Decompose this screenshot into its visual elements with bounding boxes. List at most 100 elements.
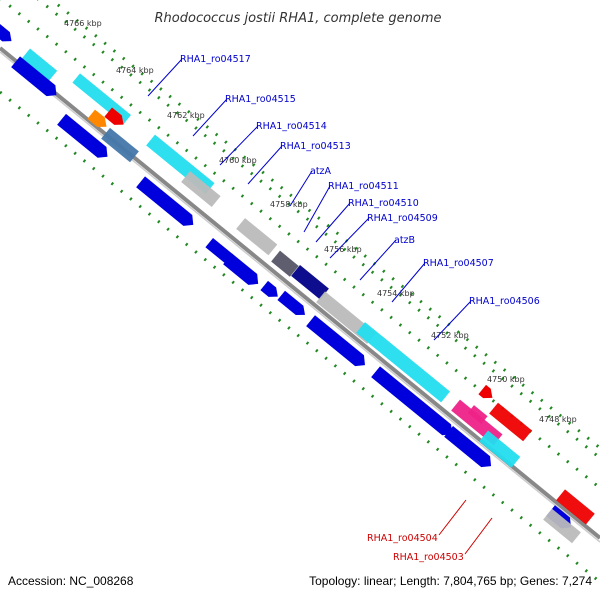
gene-label: RHA1_ro04503 bbox=[393, 552, 464, 563]
gene-arrow bbox=[87, 109, 107, 127]
gene-label: atzB bbox=[394, 235, 415, 246]
gene-feature bbox=[371, 366, 453, 436]
dotted-guide-line bbox=[36, 0, 600, 460]
gene-labels: RHA1_ro04517RHA1_ro04515RHA1_ro04514RHA1… bbox=[180, 54, 540, 563]
map-title: Rhodococcus jostii RHA1, complete genome bbox=[155, 11, 442, 26]
gene-feature bbox=[479, 430, 521, 468]
label-leader-line bbox=[329, 217, 370, 259]
gene-block bbox=[556, 489, 595, 525]
kbp-tick-label: 4764 kbp bbox=[116, 66, 154, 75]
gene-feature bbox=[489, 402, 533, 442]
gene-feature bbox=[136, 176, 194, 226]
gene-block bbox=[489, 402, 533, 442]
gene-block bbox=[271, 250, 299, 277]
genome-summary: Topology: linear; Length: 7,804,765 bp; … bbox=[309, 574, 592, 588]
kbp-tick-label: 4752 kbp bbox=[431, 331, 469, 340]
gene-label: RHA1_ro04504 bbox=[367, 533, 438, 544]
gene-label: RHA1_ro04514 bbox=[256, 121, 327, 132]
gene-arrow bbox=[104, 107, 124, 125]
gene-label: RHA1_ro04506 bbox=[469, 296, 540, 307]
gene-arrow bbox=[478, 384, 493, 399]
gene-feature bbox=[467, 405, 488, 424]
gene-arrow bbox=[205, 237, 235, 264]
gene-feature bbox=[236, 218, 278, 256]
gene-block bbox=[467, 405, 488, 424]
kbp-tick-label: 4748 kbp bbox=[539, 415, 577, 424]
dotted-guide-line bbox=[49, 0, 600, 450]
gene-feature bbox=[306, 315, 365, 367]
gene-feature bbox=[11, 56, 57, 97]
gene-feature bbox=[478, 384, 493, 399]
gene-arrow bbox=[223, 253, 259, 285]
gene-arrow bbox=[444, 425, 492, 468]
gene-feature bbox=[277, 290, 306, 316]
gene-label: RHA1_ro04517 bbox=[180, 54, 251, 65]
gene-label: RHA1_ro04510 bbox=[348, 198, 419, 209]
gene-label: RHA1_ro04507 bbox=[423, 258, 494, 269]
gene-feature bbox=[205, 237, 235, 264]
label-leader-line bbox=[315, 202, 351, 243]
gene-feature bbox=[444, 425, 492, 468]
gene-arrow bbox=[306, 315, 365, 367]
dotted-guide-line bbox=[0, 90, 600, 584]
gene-arrow bbox=[57, 113, 108, 158]
dotted-guides bbox=[0, 0, 600, 584]
gene-feature bbox=[271, 250, 299, 277]
label-leader-line bbox=[192, 98, 228, 137]
gene-block bbox=[236, 218, 278, 256]
gene-block bbox=[101, 127, 139, 163]
label-leader-line bbox=[438, 499, 467, 536]
label-leader-line bbox=[359, 239, 397, 281]
gene-arrow bbox=[136, 176, 194, 226]
gene-block bbox=[181, 171, 221, 208]
gene-feature bbox=[181, 171, 221, 208]
gene-label: RHA1_ro04509 bbox=[367, 213, 438, 224]
gene-block bbox=[21, 48, 58, 82]
kbp-tick-label: 4754 kbp bbox=[377, 289, 415, 298]
kbp-tick-label: 4750 kbp bbox=[487, 375, 525, 384]
gene-feature bbox=[87, 109, 107, 127]
gene-label: RHA1_ro04511 bbox=[328, 181, 399, 192]
gene-feature bbox=[223, 253, 259, 285]
gene-feature bbox=[104, 107, 124, 125]
gene-block bbox=[291, 265, 329, 300]
gene-feature bbox=[291, 265, 329, 300]
kbp-tick-label: 4766 kbp bbox=[64, 19, 102, 28]
gene-arrow bbox=[260, 280, 278, 297]
gene-label: atzA bbox=[310, 166, 332, 177]
label-leader-line bbox=[219, 125, 259, 166]
gene-feature bbox=[0, 24, 12, 42]
label-leader-line bbox=[464, 517, 493, 555]
genome-backbone-shadow bbox=[0, 51, 600, 543]
gene-label: RHA1_ro04515 bbox=[225, 94, 296, 105]
gene-arrow bbox=[277, 290, 306, 316]
gene-features bbox=[0, 24, 595, 544]
label-leader-line bbox=[247, 145, 283, 185]
gene-label: RHA1_ro04513 bbox=[280, 141, 351, 152]
kbp-ticks: 4766 kbp 4764 kbp 4762 kbp 4760 kbp 4758 kbp… bbox=[64, 19, 577, 424]
label-leader-line bbox=[391, 262, 426, 303]
kbp-tick-label: 4760 kbp bbox=[219, 156, 257, 165]
gene-arrow bbox=[371, 366, 453, 436]
label-leader-line bbox=[147, 58, 183, 97]
gene-feature bbox=[556, 489, 595, 525]
gene-feature bbox=[57, 113, 108, 158]
gene-feature bbox=[21, 48, 58, 82]
kbp-tick-label: 4758 kbp bbox=[270, 200, 308, 209]
gene-block bbox=[479, 430, 521, 468]
gene-feature bbox=[356, 322, 451, 403]
label-leader-lines bbox=[147, 58, 493, 555]
kbp-tick-label: 4762 kbp bbox=[167, 111, 205, 120]
kbp-tick-label: 4756 kbp bbox=[324, 245, 362, 254]
label-leader-line bbox=[289, 170, 313, 207]
gene-arrow bbox=[0, 24, 12, 42]
gene-arrow bbox=[11, 56, 57, 97]
gene-feature bbox=[101, 127, 139, 163]
gene-block bbox=[356, 322, 451, 403]
label-leader-line bbox=[433, 300, 472, 341]
gene-feature bbox=[543, 508, 581, 544]
gene-feature bbox=[260, 280, 278, 297]
gene-block bbox=[543, 508, 581, 544]
label-leader-line bbox=[303, 185, 331, 233]
